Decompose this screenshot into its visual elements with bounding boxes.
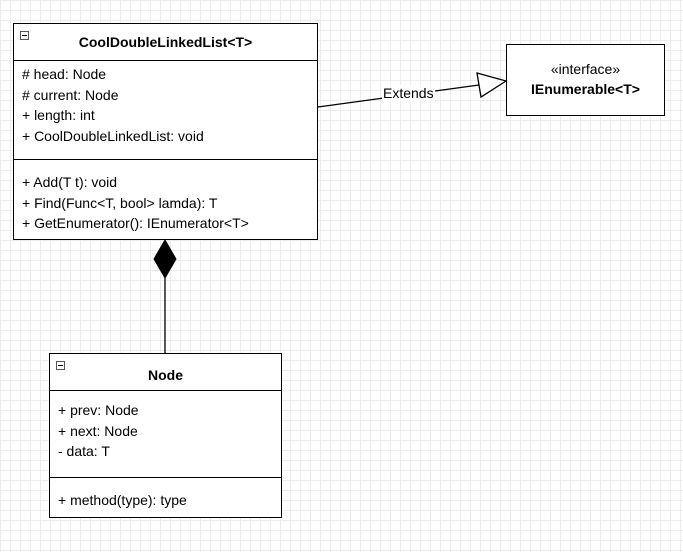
attribute-item: # head: Node [22, 66, 107, 82]
composition-diamond [153, 239, 177, 279]
extends-label: Extends [382, 85, 435, 101]
attribute-item: # current: Node [22, 86, 119, 103]
class-cooldoublelinkedlist[interactable]: CoolDoubleLinkedList<T> # head: Node # c… [13, 23, 318, 240]
extends-arrowhead [476, 72, 508, 99]
interface-name: IEnumerable<T> [531, 81, 640, 97]
attribute-item: + CoolDoubleLinkedList: void [22, 127, 204, 144]
attributes-section: + prev: Node + next: Node - data: T [50, 391, 281, 477]
interface-stereotype: «interface» [550, 61, 621, 77]
methods-section: + Add(T t): void + Find(Func<T, bool> la… [14, 159, 317, 234]
attribute-item: - data: T [58, 443, 110, 459]
collapse-icon[interactable] [20, 31, 29, 40]
attribute-item: + length: int [22, 107, 95, 123]
interface-ienumerable[interactable]: «interface» IEnumerable<T> [506, 44, 665, 116]
class-header: Node [50, 354, 281, 391]
attribute-item: + prev: Node [58, 402, 139, 418]
collapse-icon[interactable] [56, 361, 65, 370]
method-item: + Find(Func<T, bool> lamda): T [22, 194, 218, 211]
attributes-section: # head: Node # current: Node + length: i… [14, 61, 317, 159]
class-name: CoolDoubleLinkedList<T> [78, 34, 253, 50]
class-node[interactable]: Node + prev: Node + next: Node - data: T… [49, 353, 282, 518]
method-item: + GetEnumerator(): IEnumerator<T> [22, 215, 249, 231]
methods-section: + method(type): type [50, 477, 281, 511]
class-header: CoolDoubleLinkedList<T> [14, 24, 317, 61]
method-item: + Add(T t): void [22, 174, 118, 190]
class-name: Node [148, 367, 183, 383]
attribute-item: + next: Node [58, 422, 138, 439]
method-item: + method(type): type [58, 492, 187, 508]
